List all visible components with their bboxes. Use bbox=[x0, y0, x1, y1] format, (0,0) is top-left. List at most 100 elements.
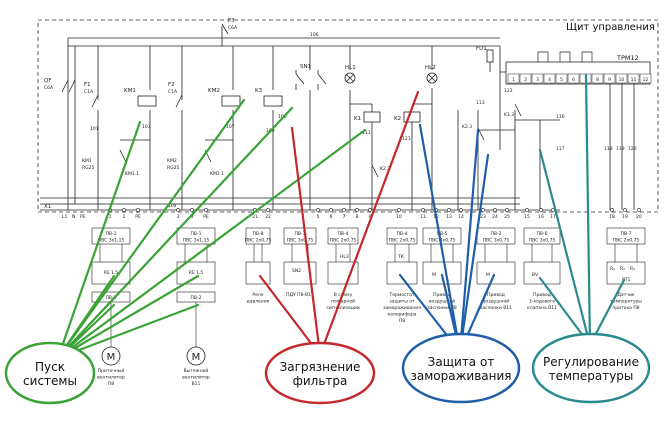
callout-connector-start bbox=[56, 303, 200, 360]
cable-spec: ПВС 3х1,15 bbox=[183, 238, 210, 244]
device-caption: воздушной bbox=[429, 298, 455, 305]
callout-connector-start bbox=[56, 120, 142, 360]
qf-label: QF bbox=[44, 78, 52, 84]
terminal-point bbox=[316, 208, 320, 212]
device-box bbox=[523, 261, 561, 285]
r3-label: R₃ bbox=[630, 266, 635, 272]
terminal-point bbox=[329, 208, 333, 212]
terminal-point bbox=[266, 208, 270, 212]
device-caption: П8 bbox=[399, 318, 405, 324]
callout-label: системы bbox=[23, 374, 77, 388]
k1-label: K1 bbox=[354, 116, 361, 122]
relay-cable-id: ПВ-2 bbox=[191, 295, 202, 301]
terminal-point bbox=[421, 208, 425, 212]
device-caption: заслонки В11 bbox=[480, 305, 512, 311]
fu1-label: FU1 bbox=[476, 46, 487, 52]
device-caption: давления bbox=[247, 300, 270, 305]
cable-id: ПВ-8 bbox=[253, 231, 264, 237]
km11-label: KM1.1 bbox=[125, 171, 139, 177]
callout-label: Защита от bbox=[428, 355, 495, 369]
l1-label: L1 bbox=[62, 214, 68, 220]
callout-connector-temp bbox=[538, 148, 592, 347]
terminal-number: 17 bbox=[550, 214, 556, 220]
wire-107: 107 bbox=[226, 124, 235, 130]
controller-terminal bbox=[603, 73, 616, 84]
controller-relays bbox=[537, 51, 593, 62]
controller-terminal bbox=[591, 73, 604, 84]
cable-id: ПВ-2 bbox=[491, 231, 502, 237]
coil-km2 bbox=[221, 95, 241, 107]
km1-bottom-label: KM1 bbox=[82, 158, 92, 164]
wire-111: 111 bbox=[362, 130, 371, 136]
device-box bbox=[245, 261, 271, 285]
cable-spec: ПВС 3х0,75 bbox=[483, 238, 510, 244]
breaker-f3 bbox=[221, 23, 229, 35]
callout-connector-filter bbox=[318, 90, 420, 357]
coil-k3 bbox=[263, 95, 283, 107]
cable-id: ПВ-1 bbox=[191, 231, 202, 237]
terminal-point bbox=[459, 208, 463, 212]
terminal-point bbox=[397, 208, 401, 212]
terminal-point bbox=[342, 208, 346, 212]
controller-terminal bbox=[519, 73, 532, 84]
device-caption: Приточный bbox=[98, 367, 125, 374]
wire-122: 122 bbox=[504, 88, 513, 94]
n-label: N bbox=[72, 214, 75, 220]
terminal-point bbox=[368, 208, 372, 212]
device-box bbox=[283, 261, 317, 285]
wire-113: 113 bbox=[476, 100, 485, 106]
cable-box bbox=[327, 227, 359, 245]
terminal-number: 11 bbox=[420, 214, 426, 220]
terminal-point bbox=[204, 208, 208, 212]
x1-label: X1 bbox=[44, 204, 51, 210]
terminal-number: 5 bbox=[317, 214, 320, 220]
callout-connector-temp bbox=[584, 73, 592, 347]
device-box bbox=[422, 261, 462, 285]
terminal-number: 23 bbox=[480, 214, 486, 220]
callout-connector-start bbox=[56, 106, 294, 360]
r1-label: R₁ bbox=[610, 266, 615, 272]
terminal-number: 18 bbox=[609, 214, 615, 220]
wire-116: 116 bbox=[556, 114, 565, 120]
motor-letter: M bbox=[107, 352, 116, 363]
terminal-number: 22 bbox=[265, 214, 271, 220]
control-panel-title: Щит управления bbox=[566, 22, 655, 33]
terminal-point bbox=[637, 208, 641, 212]
cable-id: ПВ-4 bbox=[338, 231, 349, 237]
device-caption: ПДУ П8-В11 bbox=[286, 292, 314, 298]
km21-label: KM2.1 bbox=[210, 171, 224, 177]
terminal-point bbox=[122, 208, 126, 212]
hl3-label: HL3 bbox=[340, 254, 349, 260]
terminal-number: 15 bbox=[524, 214, 530, 220]
cable-id: ПВ-6 bbox=[537, 231, 548, 237]
terminal-point bbox=[525, 208, 529, 212]
callout-connector-frost bbox=[418, 123, 462, 354]
terminal-number: 2 bbox=[123, 214, 126, 220]
terminal-number: 9 bbox=[369, 214, 372, 220]
terminal-point bbox=[493, 208, 497, 212]
controller-terminal-number: 10 bbox=[619, 77, 625, 83]
terminal-point bbox=[190, 208, 194, 212]
cable-box bbox=[606, 227, 646, 245]
f1-label: F1 bbox=[84, 82, 91, 88]
terminal-number: PE bbox=[203, 214, 209, 220]
sn1-label: SN1 bbox=[300, 64, 311, 70]
callout-connector-start bbox=[56, 274, 200, 360]
motor-damper2-label: M bbox=[486, 272, 490, 278]
controller-terminal-number: 5 bbox=[560, 77, 563, 83]
hl2-label: HL2 bbox=[425, 65, 436, 71]
callout-connector-frost bbox=[458, 128, 480, 354]
device-box bbox=[476, 261, 516, 285]
wire-117: 117 bbox=[556, 146, 565, 152]
relay-contacts bbox=[119, 103, 522, 178]
terminal-strip: 12PE34PE21225678910111213142324251516171… bbox=[108, 208, 642, 220]
